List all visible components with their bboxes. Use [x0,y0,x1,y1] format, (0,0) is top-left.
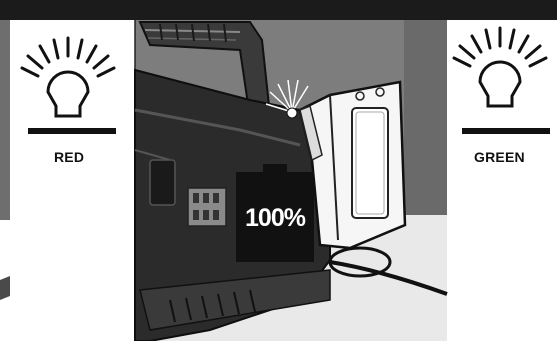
green-label: GREEN [474,150,525,164]
indicator-bar-right [462,128,550,134]
red-label: RED [54,150,84,164]
blinking-light-bulb-icon [18,34,118,134]
indicator-bar-left [28,128,116,134]
battery-charge-percent: 100% [238,206,312,231]
blinking-light-bulb-icon [450,24,550,124]
